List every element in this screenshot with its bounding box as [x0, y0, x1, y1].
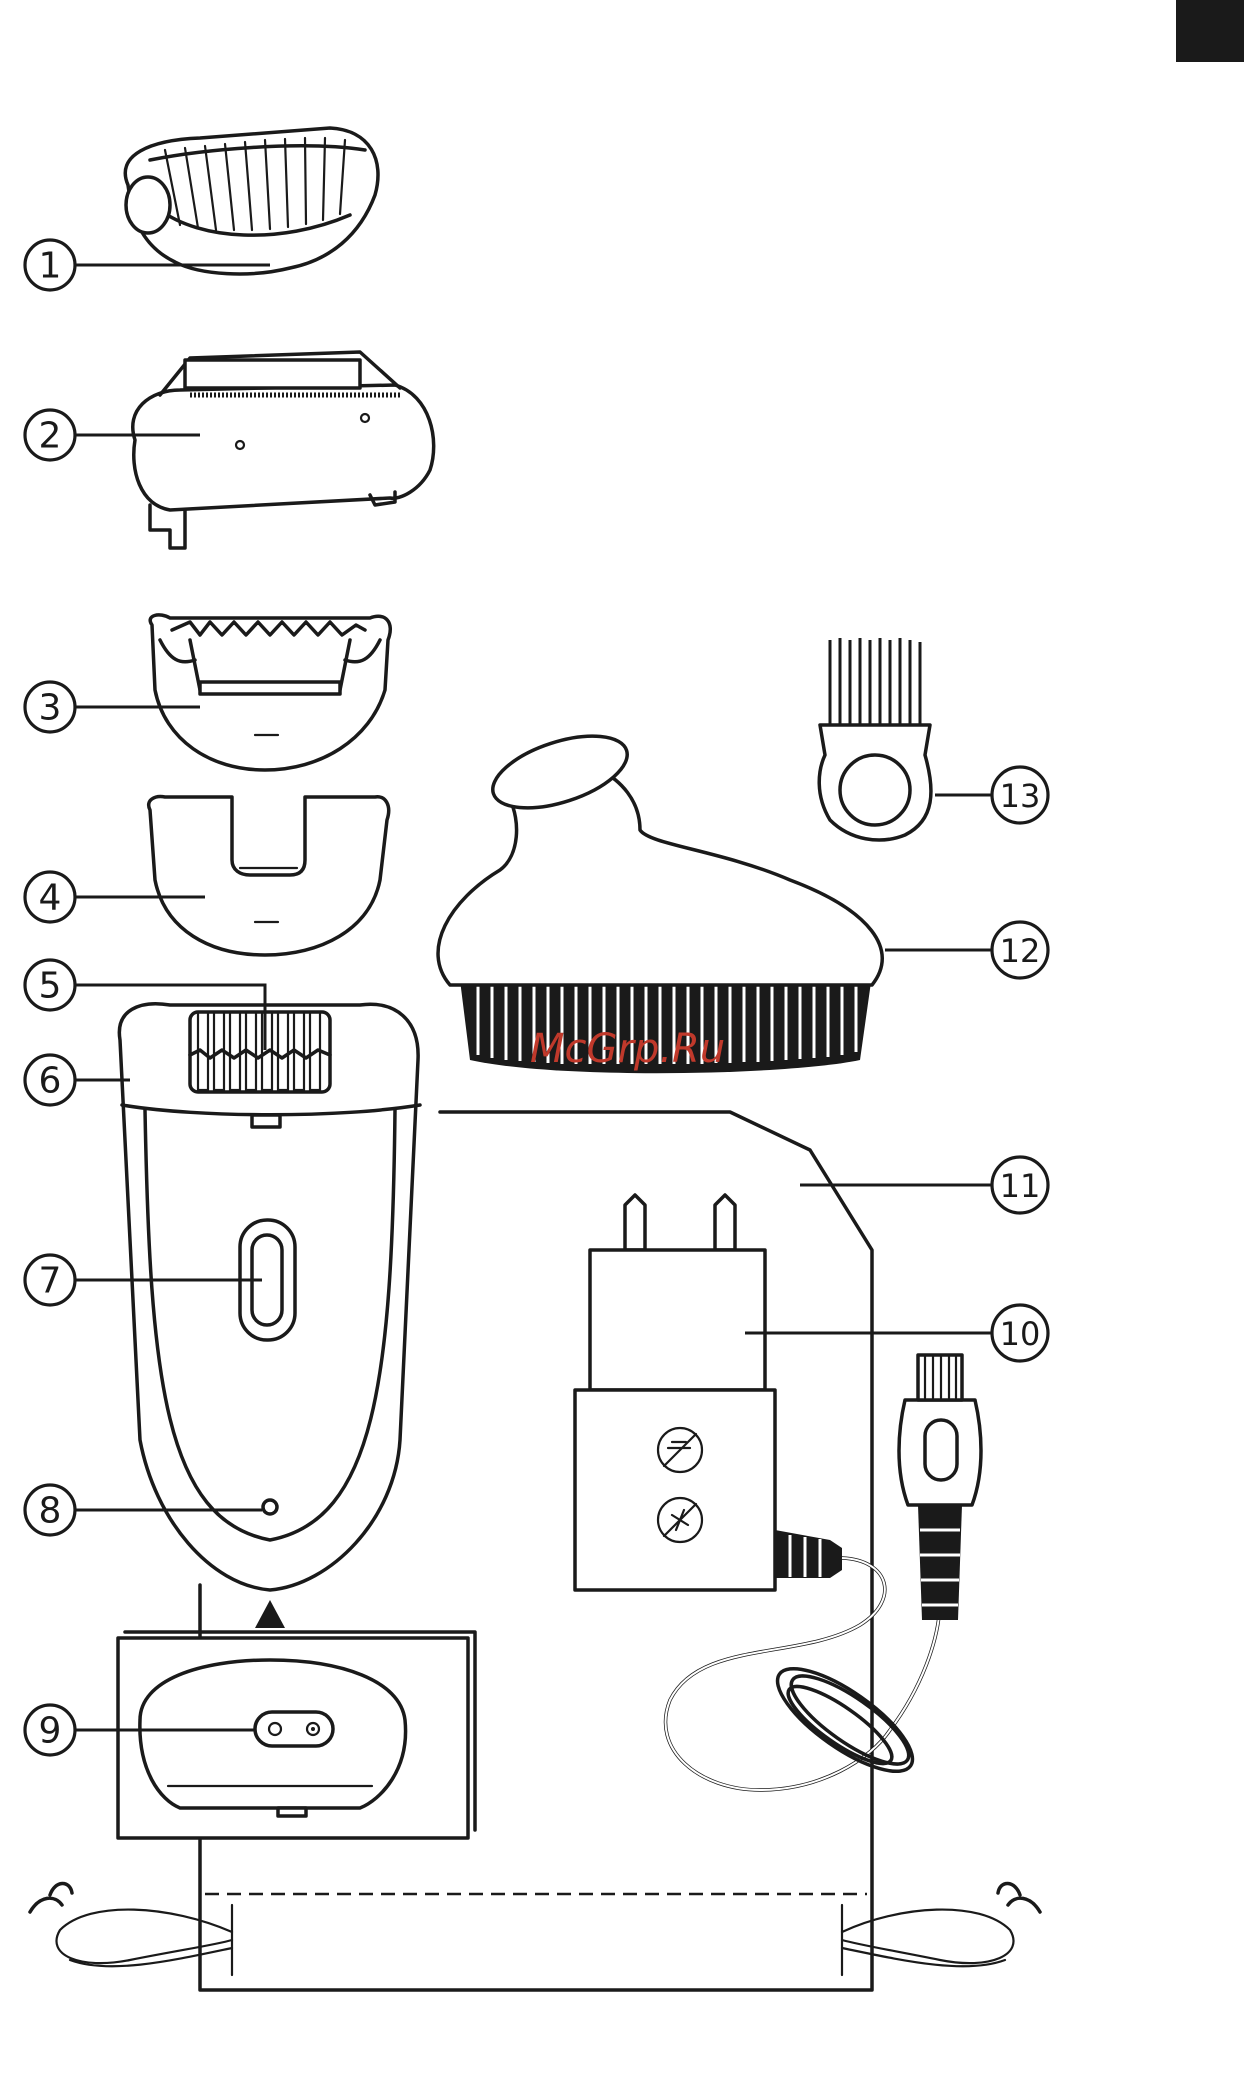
callout-label-5: 5	[39, 966, 62, 1007]
callout-12: 12	[992, 922, 1048, 978]
callout-label-8: 8	[39, 1491, 62, 1532]
callout-7: 7	[25, 1255, 75, 1305]
part-2-shaving-head	[133, 352, 434, 548]
watermark-text: McGrp.Ru	[530, 1026, 725, 1072]
callout-2: 2	[25, 410, 75, 460]
callout-8: 8	[25, 1485, 75, 1535]
callout-6: 6	[25, 1055, 75, 1105]
callout-label-10: 10	[1000, 1315, 1041, 1353]
callout-label-2: 2	[39, 416, 62, 457]
callout-13: 13	[992, 767, 1048, 823]
callout-10: 10	[992, 1305, 1048, 1361]
part-12-massage-brush	[438, 722, 882, 1073]
callout-label-3: 3	[39, 688, 62, 729]
part-8-charging-light	[263, 1500, 277, 1514]
callout-label-9: 9	[39, 1711, 62, 1752]
part-3-sensitive-area-cap	[150, 615, 390, 770]
callout-3: 3	[25, 682, 75, 732]
callout-1: 1	[25, 240, 75, 290]
callout-5: 5	[25, 960, 75, 1010]
callout-label-6: 6	[39, 1061, 62, 1102]
callout-label-7: 7	[39, 1261, 62, 1302]
callout-label-4: 4	[39, 878, 62, 919]
part-1-trimming-comb	[125, 128, 378, 274]
callout-label-13: 13	[1000, 777, 1041, 815]
callout-11: 11	[992, 1157, 1048, 1213]
callout-label-11: 11	[1000, 1167, 1041, 1205]
callout-4: 4	[25, 872, 75, 922]
part-4-skin-stretcher-cap	[149, 797, 389, 955]
callout-9: 9	[25, 1705, 75, 1755]
callout-label-1: 1	[39, 246, 62, 287]
callout-label-12: 12	[1000, 932, 1041, 970]
part-5-epilating-discs	[190, 1012, 330, 1092]
part-10-adapter	[575, 1195, 981, 1790]
part-9-appliance-socket	[118, 1600, 475, 1838]
part-13-cleaning-brush	[819, 638, 931, 840]
